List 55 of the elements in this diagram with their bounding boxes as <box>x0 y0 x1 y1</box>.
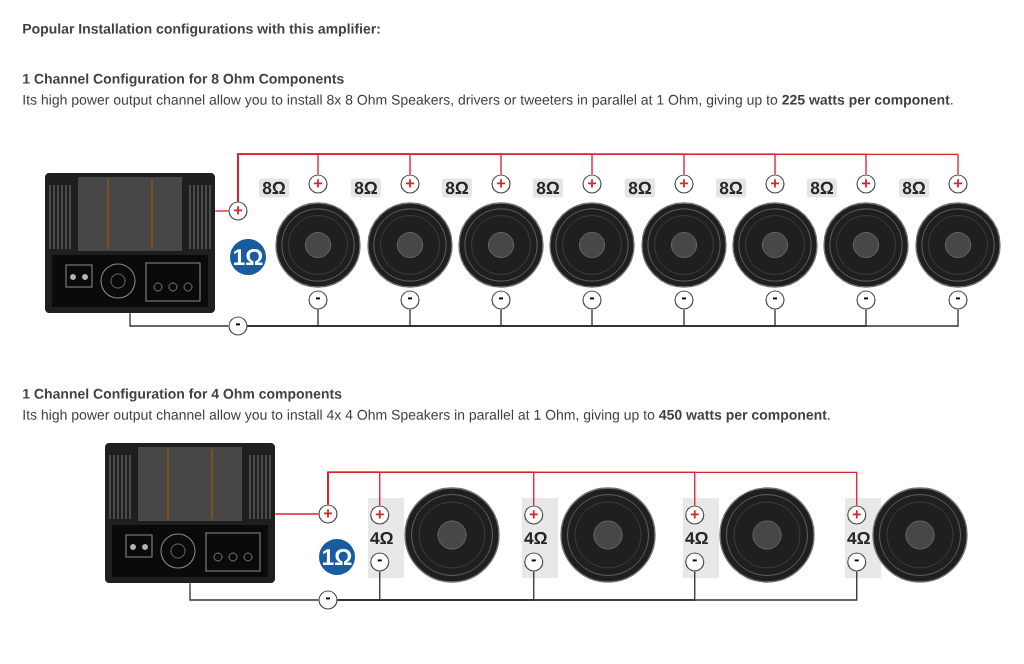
plus-terminal: + <box>308 174 328 194</box>
minus-terminal: - <box>524 552 544 572</box>
minus-terminal: - <box>847 552 867 572</box>
heading: Popular Installation configurations with this amplifier: <box>23 23 380 37</box>
impedance-badge: 1Ω <box>319 539 355 575</box>
speaker-drawing <box>404 487 500 583</box>
impedance-tag: 8Ω <box>532 178 564 198</box>
minus-terminal: - <box>308 290 328 310</box>
impedance-tag: 8Ω <box>441 178 473 198</box>
amplifier-drawing <box>45 173 215 313</box>
description: Its high power output channel allow you to install 4x 4 Ohm Speakers in parallel at 1 Ohm, giving up to 450 watts per component. <box>23 409 830 423</box>
amplifier-drawing <box>105 443 275 583</box>
wire <box>214 210 230 212</box>
minus-terminal: - <box>765 290 785 310</box>
minus-terminal: - <box>370 552 390 572</box>
plus-terminal: + <box>847 505 867 525</box>
speaker-drawing <box>719 487 815 583</box>
plus-terminal: + <box>370 505 390 525</box>
impedance-badge: 1Ω <box>230 239 266 275</box>
wire <box>327 471 858 507</box>
minus-terminal: - <box>674 290 694 310</box>
section-heading: 1 Channel Configuration for 8 Ohm Components <box>23 73 344 87</box>
impedance-tag: 8Ω <box>350 178 382 198</box>
plus-terminal: + <box>685 505 705 525</box>
minus-terminal: - <box>948 290 968 310</box>
minus-terminal: - <box>318 590 338 610</box>
wire <box>336 570 858 601</box>
minus-terminal: - <box>491 290 511 310</box>
impedance-tag: 8Ω <box>715 178 747 198</box>
minus-terminal: - <box>856 290 876 310</box>
plus-terminal: + <box>400 174 420 194</box>
description: Its high power output channel allow you to install 8x 8 Ohm Speakers, drivers or tweeters in parallel at 1 Ohm, giving up to 225 watts per component. <box>23 94 953 108</box>
plus-terminal: + <box>582 174 602 194</box>
speaker-drawing <box>872 487 968 583</box>
plus-terminal: + <box>948 174 968 194</box>
impedance-tag: 8Ω <box>898 178 930 198</box>
plus-terminal: + <box>674 174 694 194</box>
plus-terminal: + <box>524 505 544 525</box>
wire <box>189 582 320 601</box>
plus-terminal: + <box>491 174 511 194</box>
plus-terminal: + <box>856 174 876 194</box>
minus-terminal: - <box>582 290 602 310</box>
wire <box>129 312 230 327</box>
minus-terminal: - <box>685 552 705 572</box>
impedance-tag: 8Ω <box>806 178 838 198</box>
impedance-tag: 8Ω <box>624 178 656 198</box>
plus-terminal: + <box>228 201 248 221</box>
plus-terminal: + <box>318 504 338 524</box>
minus-terminal: - <box>400 290 420 310</box>
speaker-drawing <box>560 487 656 583</box>
impedance-tag: 8Ω <box>258 178 290 198</box>
plus-terminal: + <box>765 174 785 194</box>
wire <box>274 513 320 515</box>
minus-terminal: - <box>228 316 248 336</box>
section-heading: 1 Channel Configuration for 4 Ohm components <box>23 388 342 402</box>
